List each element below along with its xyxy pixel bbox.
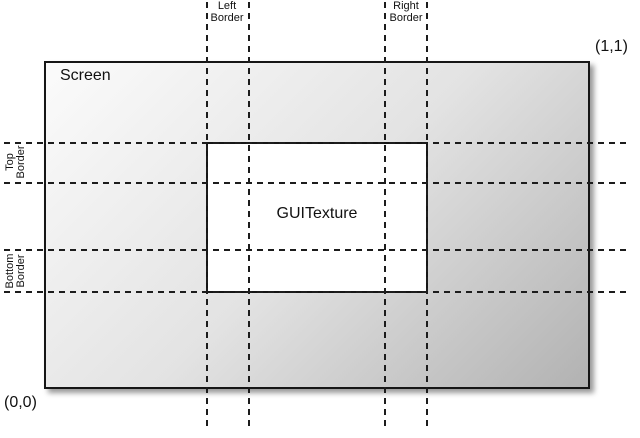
guide-line-left-border-inner	[248, 2, 250, 428]
guide-line-right-border-inner	[384, 2, 386, 428]
right-border-label-line1: Right	[393, 0, 419, 12]
coordinate-origin-label: (0,0)	[4, 394, 37, 411]
guide-line-right-border-outer	[426, 2, 428, 428]
guitexture-label: GUITexture	[276, 204, 358, 222]
guitexture-rect: GUITexture	[206, 142, 428, 293]
guide-line-left-border-outer	[206, 2, 208, 428]
left-border-label: Left Border	[197, 0, 257, 24]
guide-line-top-border-inner	[4, 182, 630, 184]
bottom-border-label: Bottom Border	[4, 249, 29, 293]
right-border-label: Right Border	[376, 0, 436, 24]
screen-label: Screen	[60, 67, 111, 84]
left-border-label-line1: Left	[217, 0, 237, 12]
coordinate-top-right-label: (1,1)	[595, 38, 628, 55]
top-border-label: Top Border	[4, 140, 29, 184]
guide-line-bottom-border-outer	[4, 291, 630, 293]
bottom-border-label-line2: Border	[15, 254, 27, 288]
left-border-label-line2: Border	[210, 12, 244, 24]
top-border-label-line2: Border	[15, 145, 27, 179]
right-border-label-line2: Border	[389, 12, 423, 24]
guide-line-bottom-border-inner	[4, 249, 630, 251]
guide-line-top-border-outer	[4, 142, 630, 144]
